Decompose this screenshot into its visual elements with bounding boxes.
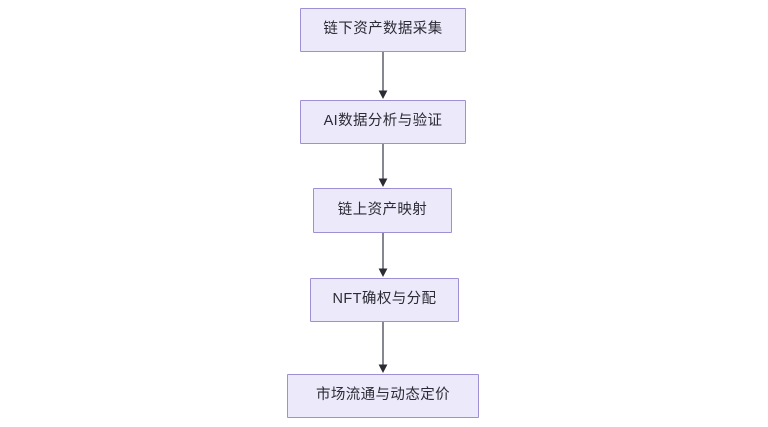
connector-arrow-4 (376, 322, 390, 374)
flow-node-label: 链下资产数据采集 (323, 21, 443, 38)
connector-arrow-1 (376, 52, 390, 100)
flow-node-market-circulation-dynamic-pricing[interactable]: 市场流通与动态定价 (287, 374, 479, 418)
connector-arrow-2 (376, 144, 390, 188)
flow-node-onchain-asset-mapping[interactable]: 链上资产映射 (313, 188, 452, 233)
flow-node-label: AI数据分析与验证 (323, 113, 443, 130)
flow-node-label: 链上资产映射 (337, 201, 428, 218)
flow-node-offchain-asset-data-collection[interactable]: 链下资产数据采集 (300, 8, 466, 52)
flow-node-label: NFT确权与分配 (332, 291, 437, 308)
connector-arrow-3 (376, 233, 390, 278)
flow-node-ai-data-analysis-verification[interactable]: AI数据分析与验证 (300, 100, 466, 144)
flow-node-nft-rights-confirmation-distribution[interactable]: NFT确权与分配 (310, 278, 459, 322)
flow-node-label: 市场流通与动态定价 (315, 387, 451, 404)
